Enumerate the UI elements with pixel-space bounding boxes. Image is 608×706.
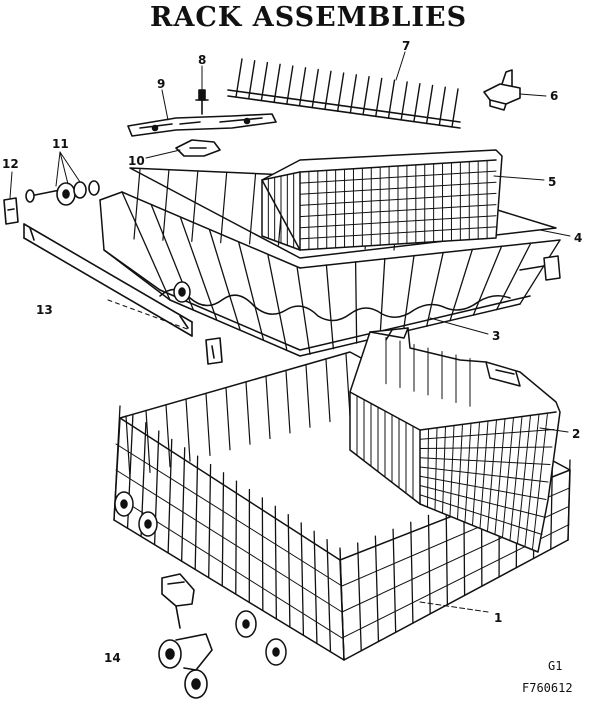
part-14-roller-clip	[158, 573, 213, 699]
callout-5: 5	[548, 175, 557, 189]
part-13-track-rail	[23, 223, 223, 365]
callout-10: 10	[128, 154, 145, 168]
callout-8: 8	[198, 53, 207, 67]
figure-code-line2: F760612	[522, 681, 573, 695]
part-5-upper-basket	[261, 149, 503, 251]
leader-lines	[9, 51, 571, 613]
callout-1: 1	[494, 611, 503, 625]
part-10-pad	[175, 139, 221, 157]
callout-7: 7	[402, 39, 411, 53]
callout-14: 14	[104, 651, 121, 665]
callout-2: 2	[572, 427, 581, 441]
callout-12: 12	[2, 157, 19, 171]
part-7-tine-row	[227, 58, 461, 129]
callout-3: 3	[492, 329, 501, 343]
diagram-title: RACK ASSEMBLIES	[150, 2, 468, 33]
lower-rack-rollers	[114, 491, 287, 666]
figure-code-line1: G1	[548, 659, 563, 673]
part-12-end-cap	[3, 197, 19, 225]
part-6-clip	[483, 69, 521, 111]
callout-6: 6	[550, 89, 559, 103]
callout-13: 13	[36, 303, 53, 317]
part-2-cutlery-basket	[349, 327, 561, 553]
part-9-bracket	[127, 113, 277, 137]
part-11-roller-set	[25, 180, 100, 206]
callout-4: 4	[574, 231, 583, 245]
lower-rack	[113, 351, 571, 666]
part-8-screw	[195, 89, 209, 115]
callout-9: 9	[157, 77, 166, 91]
callout-11: 11	[52, 137, 69, 151]
